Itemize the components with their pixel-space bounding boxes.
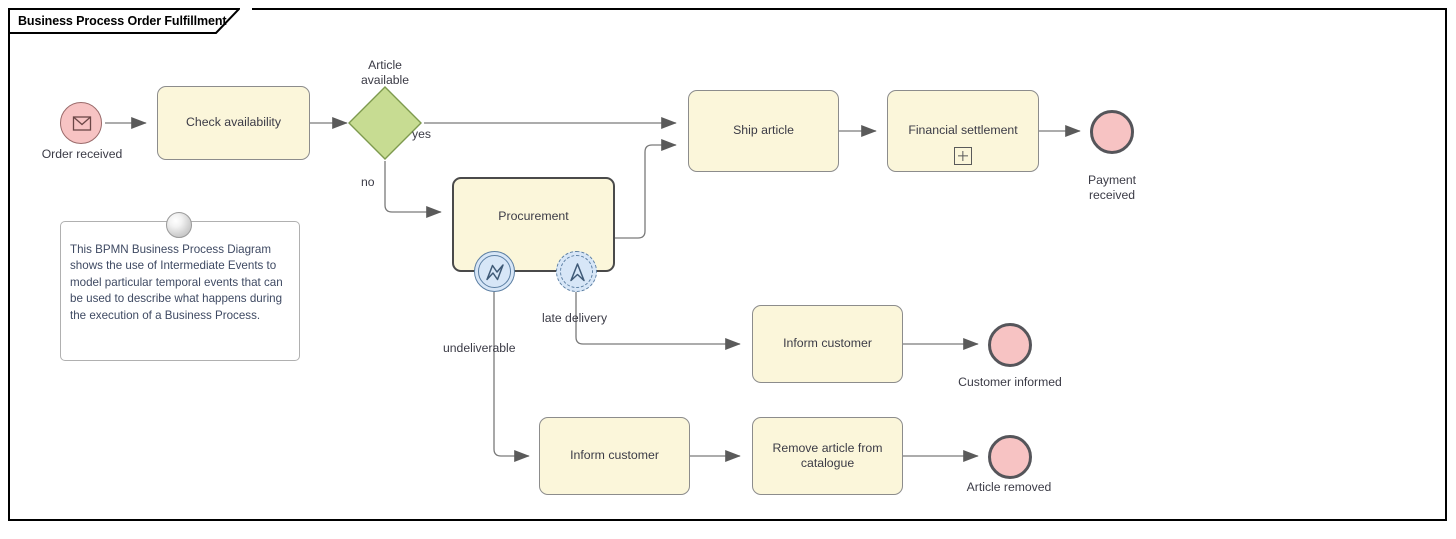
diagram-title: Business Process Order Fulfillment — [18, 14, 227, 28]
diagram-title-tab[interactable]: Business Process Order Fulfillment — [8, 8, 253, 34]
task-remove-article-from-catalogue[interactable]: Remove article from catalogue — [752, 417, 903, 495]
task-financial-settlement[interactable]: Financial settlement — [887, 90, 1039, 172]
note-pin-icon — [166, 212, 192, 238]
task-label: Inform customer — [570, 448, 659, 463]
end-event-payment-received[interactable] — [1090, 110, 1134, 154]
start-event-label: Order received — [41, 147, 123, 161]
end-event-label: Article removed — [966, 480, 1052, 494]
task-label: Financial settlement — [908, 123, 1018, 138]
task-label: Remove article from catalogue — [772, 440, 883, 470]
text-annotation-note[interactable] — [60, 221, 300, 361]
task-label: Check availability — [185, 115, 281, 130]
end-event-customer-informed[interactable] — [988, 323, 1032, 367]
envelope-icon — [72, 116, 92, 131]
flow-label-late-delivery: late delivery — [542, 311, 608, 325]
error-lightning-icon — [486, 264, 504, 281]
flow-label-undeliverable: undeliverable — [443, 341, 516, 355]
task-ship-article[interactable]: Ship article — [688, 90, 839, 172]
plus-marker-icon — [954, 147, 972, 165]
end-event-article-removed[interactable] — [988, 435, 1032, 479]
exclusive-gateway-shape — [348, 86, 422, 160]
start-event-order-received[interactable] — [60, 102, 102, 144]
event-inner-ring — [560, 255, 593, 288]
flow-label-no: no — [361, 175, 375, 189]
escalation-arrow-icon — [570, 263, 585, 282]
event-inner-ring — [478, 255, 511, 288]
gateway-article-available[interactable] — [347, 85, 423, 161]
boundary-event-escalation[interactable] — [556, 251, 597, 292]
title-tab-shape — [8, 8, 240, 34]
task-inform-customer-undeliverable[interactable]: Inform customer — [539, 417, 690, 495]
task-inform-customer-late[interactable]: Inform customer — [752, 305, 903, 383]
task-label: Inform customer — [783, 336, 872, 351]
gateway-label: Article available — [360, 58, 410, 87]
flow-label-yes: yes — [412, 127, 431, 141]
task-check-availability[interactable]: Check availability — [157, 86, 310, 160]
end-event-label: Customer informed — [958, 375, 1062, 389]
note-text: This BPMN Business Process Diagram shows… — [70, 243, 283, 322]
boundary-event-error[interactable] — [474, 251, 515, 292]
task-label: Procurement — [498, 209, 569, 223]
end-event-label: Payment received — [1087, 173, 1137, 202]
task-label: Ship article — [733, 123, 794, 138]
